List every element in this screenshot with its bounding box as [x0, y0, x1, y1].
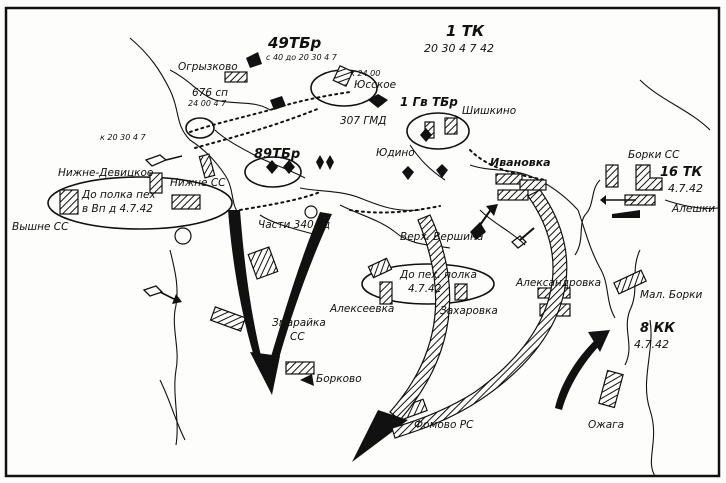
label-yudino: Юдино: [376, 147, 415, 159]
label-zakharovka: Захаровка: [440, 305, 498, 317]
label-ivanovka: Ивановка: [490, 156, 551, 169]
label-vyshne-ss: Вышне СС: [12, 221, 69, 233]
label-8kk: 8 КК: [640, 321, 676, 336]
label-ogryzkovo: Огрызково: [178, 61, 238, 73]
label-676sp-time: 24 00 4 7: [188, 99, 227, 108]
rivers-layer: [129, 37, 719, 477]
label-89tbr: 89ТБр: [254, 147, 300, 162]
label-nizhne-devitsa: Нижне-Девицкое: [58, 167, 153, 179]
label-aleshki: Алешки: [671, 203, 715, 215]
map-frame: [4, 6, 721, 478]
label-1gvtbr: 1 Гв ТБр: [400, 95, 458, 109]
solid-markers: [142, 52, 640, 386]
map-labels: 1 ТК 20 30 4 7 42 49ТБр с 40 до 20 30 4 …: [12, 22, 715, 431]
label-k2400: к 24 00: [350, 69, 380, 78]
label-borki-ss: Борки СС: [628, 149, 680, 161]
label-nizhne-ss: Нижне СС: [170, 177, 226, 189]
label-borkovo: Борково: [316, 373, 362, 385]
label-49tbr-note: с 40 до 20 30 4 7: [266, 53, 338, 62]
label-date-2: 4.7.42: [408, 283, 442, 295]
label-shishkino: Шишкино: [462, 105, 516, 117]
label-do-polka: До полка пех: [81, 189, 156, 201]
label-yuskoe: Юсское: [354, 79, 396, 91]
label-16tk: 16 ТК: [660, 165, 703, 180]
label-verkh-vershina: Верх. Вершина: [400, 231, 483, 243]
label-do-polka-2: До пех. полка: [399, 269, 477, 281]
label-ozhega: Ожага: [588, 419, 624, 431]
label-aleksandrovka: Александровка: [515, 277, 601, 289]
label-307gmd: 307 ГМД: [340, 115, 387, 127]
label-8kk-date: 4.7.42: [634, 338, 669, 351]
label-fomovo: Фомово РС: [414, 419, 474, 431]
label-16tk-date: 4.7.42: [668, 182, 703, 195]
label-mal-borki: Мал. Борки: [640, 289, 703, 301]
label-676sp: 676 сп: [192, 87, 228, 99]
label-49tbr: 49ТБр: [267, 34, 322, 52]
label-vvpd: в Вп д 4.7.42: [82, 203, 153, 215]
label-chasti: Части 340 сд: [258, 219, 330, 231]
label-1tk: 1 ТК: [446, 22, 485, 40]
label-1tk-date: 20 30 4 7 42: [424, 42, 494, 55]
label-zmaraika-ss: СС: [290, 331, 305, 343]
label-k20304: к 20 30 4 7: [100, 133, 146, 142]
label-alekseevka: Алексеевка: [329, 303, 394, 315]
attack-arrows: [159, 155, 636, 462]
label-zmaraika: Змарайка: [272, 317, 326, 329]
front-lines: [189, 91, 546, 214]
